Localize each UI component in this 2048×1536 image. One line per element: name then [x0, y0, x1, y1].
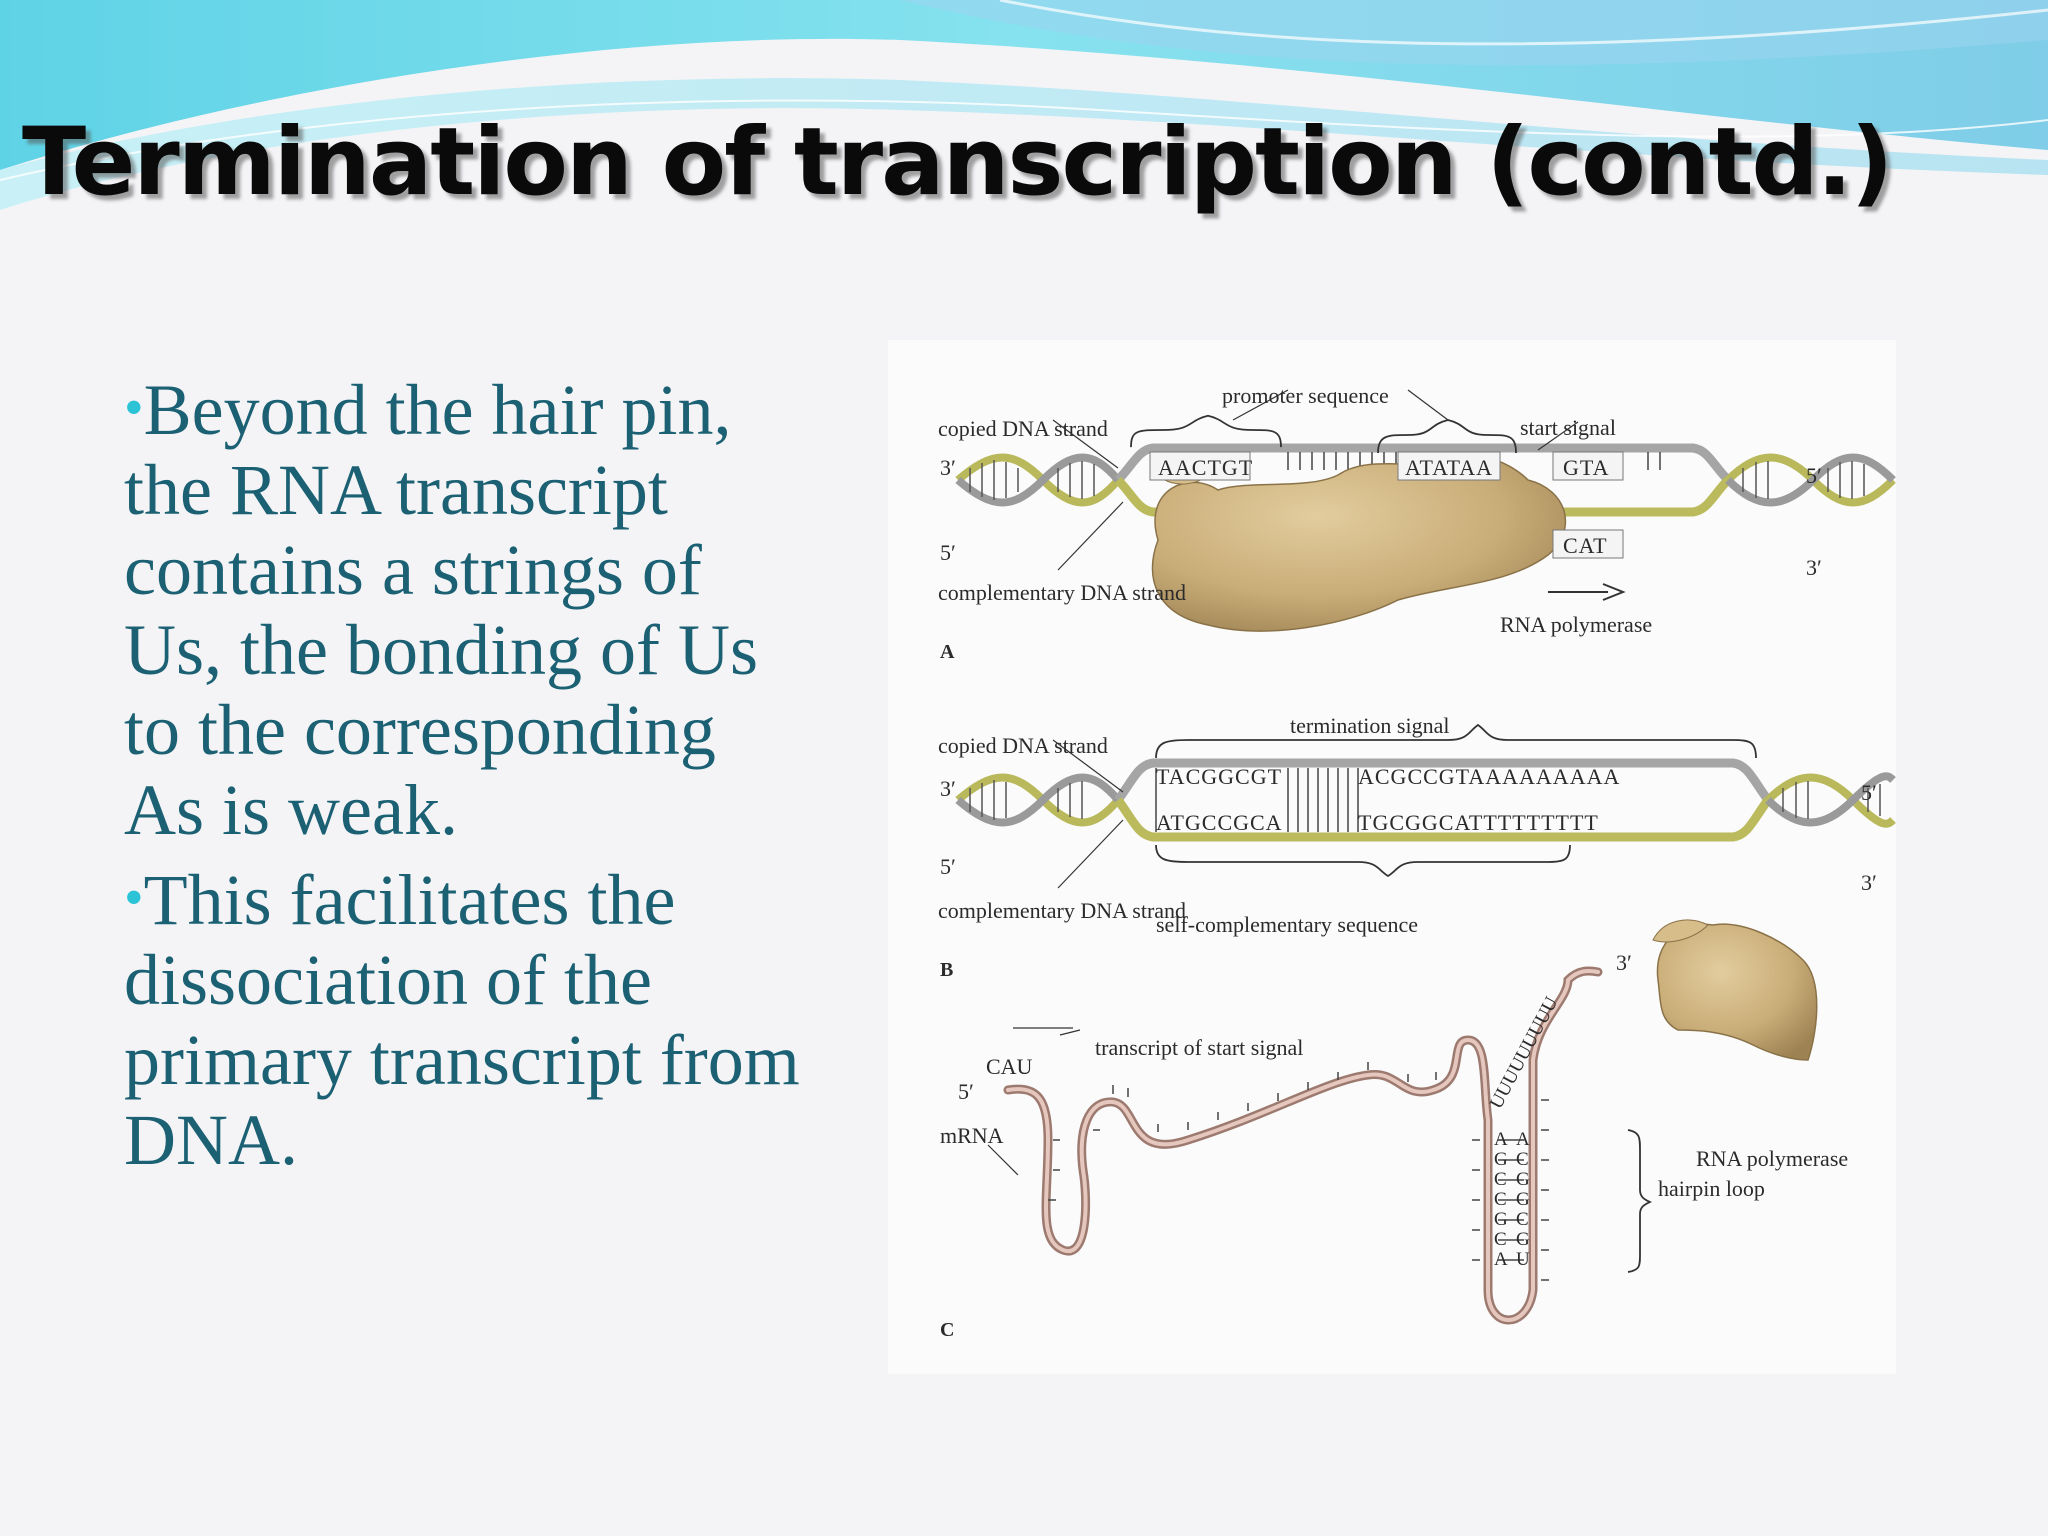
- seq-b-bottom-2: TGCGGCATTTTTTTTT: [1358, 810, 1599, 835]
- end-label: 3′: [940, 455, 956, 480]
- transcription-diagram: AACTGT ATATAA GTA CAT promoter sequence …: [888, 340, 1896, 1374]
- end-label: 5′: [940, 854, 956, 879]
- bullet-text: This facilitates the dissociation of the…: [124, 860, 800, 1180]
- stem-base: G: [1516, 1169, 1530, 1190]
- panel-a: AACTGT ATATAA GTA CAT promoter sequence …: [938, 383, 1896, 663]
- label-hairpin-loop: hairpin loop: [1658, 1176, 1765, 1201]
- u-tail: UUUUUUUUU: [1486, 993, 1563, 1112]
- label-copied-dna-strand-b: copied DNA strand: [938, 733, 1108, 758]
- stem-base: A: [1494, 1249, 1508, 1270]
- seq-b-top-1: TACGGCGT: [1156, 764, 1282, 789]
- stem-base: C: [1494, 1189, 1507, 1210]
- label-copied-dna-strand-a: copied DNA strand: [938, 416, 1108, 441]
- label-complementary-dna-strand-b: complementary DNA strand: [938, 898, 1186, 923]
- end-label: 3′: [1806, 555, 1822, 580]
- end-label: 3′: [1616, 950, 1632, 975]
- mrna-strand: [1003, 966, 1603, 1325]
- end-label: 5′: [1861, 780, 1877, 805]
- stem-base: G: [1494, 1209, 1508, 1230]
- label-rna-polymerase-a: RNA polymerase: [1500, 612, 1652, 637]
- label-transcript-of-start-signal: transcript of start signal: [1095, 1035, 1303, 1060]
- seq-b-bottom-1: ATGCCGCA: [1156, 810, 1283, 835]
- panel-label-a: A: [940, 641, 955, 663]
- label-complementary-dna-strand-a: complementary DNA strand: [938, 580, 1186, 605]
- end-label: 3′: [940, 776, 956, 801]
- bullet-dot-icon: •: [124, 377, 144, 439]
- seq-a-bottom-1: CAT: [1563, 533, 1608, 558]
- hairpin-stem: A G C C G C A A C G G C G U: [1494, 1129, 1530, 1270]
- end-label: 3′: [1861, 870, 1877, 895]
- end-label: 5′: [958, 1079, 974, 1104]
- panel-b: TACGGCGT ACGCCGTAAAAAAAAA ATGCCGCA TGCGG…: [938, 713, 1896, 981]
- panel-c: A G C C G C A A C G G C G U UUUUUUUUU CA…: [940, 919, 1848, 1341]
- seq-a-top-2: ATATAA: [1405, 455, 1493, 480]
- stem-base: G: [1516, 1189, 1530, 1210]
- label-start-signal: start signal: [1520, 415, 1616, 440]
- stem-base: G: [1494, 1149, 1508, 1170]
- stem-base: C: [1516, 1149, 1529, 1170]
- label-mrna: mRNA: [940, 1123, 1004, 1148]
- stem-base: A: [1516, 1129, 1530, 1150]
- slide-title: Termination of transcription (contd.): [22, 108, 1893, 217]
- bullet-item: •This facilitates the dissociation of th…: [124, 858, 804, 1180]
- label-promoter-sequence: promoter sequence: [1222, 383, 1389, 408]
- panel-label-b: B: [940, 959, 953, 981]
- stem-base: C: [1494, 1169, 1507, 1190]
- rna-polymerase-shape: [1151, 453, 1567, 632]
- label-self-complementary-sequence: self-complementary sequence: [1156, 912, 1418, 937]
- bullet-text: Beyond the hair pin, the RNA transcript …: [124, 370, 758, 850]
- stem-base: C: [1516, 1209, 1529, 1230]
- bullet-dot-icon: •: [124, 867, 144, 929]
- panel-label-c: C: [940, 1319, 954, 1341]
- label-cau: CAU: [986, 1054, 1033, 1079]
- end-label: 5′: [940, 540, 956, 565]
- stem-base: U: [1516, 1249, 1530, 1270]
- end-label: 5′: [1806, 463, 1822, 488]
- seq-a-top-3: GTA: [1563, 455, 1609, 480]
- bullet-item: •Beyond the hair pin, the RNA transcript…: [124, 368, 804, 850]
- header-wave-decoration: [0, 0, 2048, 210]
- rna-polymerase-shape-c: [1656, 923, 1818, 1061]
- label-termination-signal: termination signal: [1290, 713, 1449, 738]
- label-rna-polymerase-c: RNA polymerase: [1696, 1146, 1848, 1171]
- seq-b-top-2: ACGCCGTAAAAAAAAA: [1358, 764, 1620, 789]
- stem-base: G: [1516, 1229, 1530, 1250]
- stem-base: A: [1494, 1129, 1508, 1150]
- bullet-list: •Beyond the hair pin, the RNA transcript…: [124, 368, 804, 1188]
- seq-a-top-1: AACTGT: [1158, 455, 1253, 480]
- stem-base: C: [1494, 1229, 1507, 1250]
